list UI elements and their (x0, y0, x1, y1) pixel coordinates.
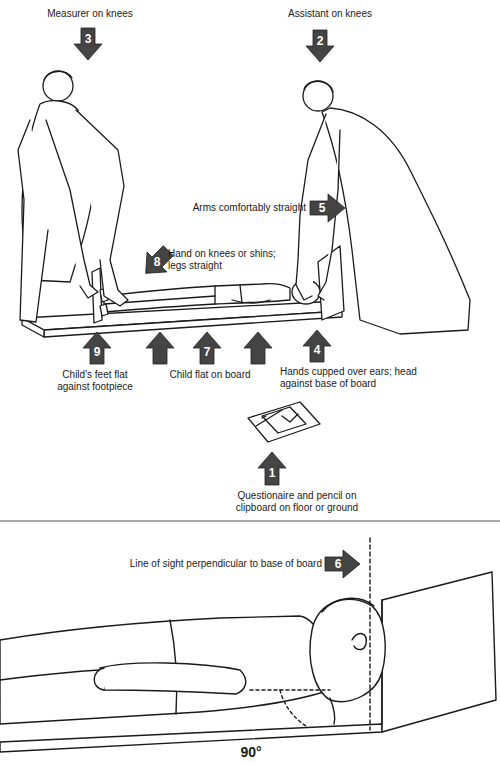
caption-text: Line of sight perpendicular to base of b… (90, 558, 322, 570)
caption-text: Hands cupped over ears; head against bas… (280, 366, 440, 390)
caption-text: Arms comfortably straight (160, 202, 306, 214)
child-chin (330, 698, 335, 724)
child-body (0, 616, 330, 724)
headpiece (382, 572, 496, 732)
callout-number: 7 (199, 345, 215, 359)
callout-arrow (306, 30, 334, 62)
callout-number: 1 (264, 466, 280, 480)
caption-text: Assistant on knees (270, 8, 390, 20)
pencil (256, 410, 282, 426)
board-edge (44, 311, 342, 337)
child-hand (94, 668, 104, 690)
questionnaire (262, 407, 306, 433)
measurer-head (43, 71, 73, 101)
callout-number: 2 (312, 34, 328, 48)
child-hair-ear (322, 598, 374, 649)
tick-mark (282, 414, 298, 422)
callout-arrow (83, 332, 111, 364)
assistant-head (303, 81, 333, 111)
assistant-body (322, 108, 470, 334)
callout-arrow (74, 28, 102, 60)
caption-text: Child's feet flat against footpiece (45, 369, 145, 393)
callout-number: 6 (330, 557, 346, 571)
measurer-left-arm (46, 120, 98, 298)
caption-text: Hand on knees or shins; legs straight (168, 248, 278, 272)
callout-arrow (310, 194, 345, 222)
divider-line (0, 521, 500, 522)
callout-arrow (146, 332, 174, 364)
top-scene (18, 71, 470, 442)
callout-arrow (193, 332, 221, 364)
assistant-hair (304, 81, 333, 92)
callout-number: 8 (149, 255, 165, 269)
caption-text: Measurer on knees (30, 8, 150, 20)
child-arm (100, 663, 246, 694)
angle-label: 90° (226, 744, 276, 760)
caption-text: Questionaire and pencil on clipboard on … (222, 490, 372, 514)
bottom-scene (0, 538, 496, 752)
caption-text: Child flat on board (155, 369, 265, 381)
clipboard (248, 402, 320, 442)
child-arm (232, 300, 270, 303)
angle-line (250, 689, 330, 690)
callout-number: 9 (89, 345, 105, 359)
callout-number: 3 (80, 32, 96, 46)
callout-arrow (303, 330, 331, 362)
callout-arrow (258, 452, 286, 485)
callout-number: 4 (309, 343, 325, 357)
board-base (0, 724, 382, 752)
measurer-hair (44, 71, 72, 80)
sight-line (369, 538, 370, 730)
measurer-leg (18, 120, 48, 322)
callout-arrow (244, 332, 272, 364)
callout-number: 5 (314, 201, 330, 215)
child-head (310, 599, 385, 701)
callout-arrow (325, 550, 360, 578)
child-body (104, 284, 290, 312)
angle-arc (280, 690, 306, 726)
